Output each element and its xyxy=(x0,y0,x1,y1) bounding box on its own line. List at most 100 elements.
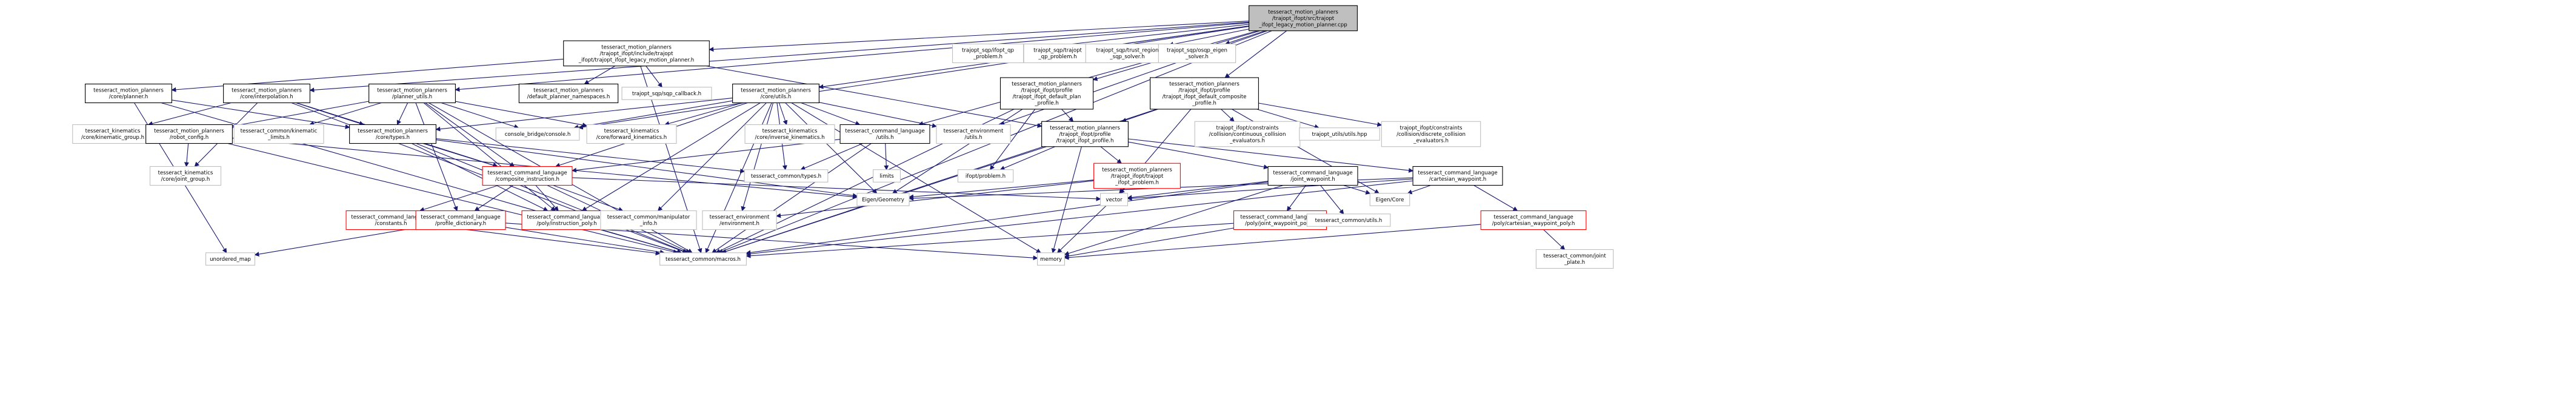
edge-line xyxy=(1286,185,1306,212)
node-eigen-core[interactable]: Eigen/Core xyxy=(1369,193,1410,206)
node-label-line: tesseract_motion_planners xyxy=(358,129,428,135)
node-trajopt-qp[interactable]: trajopt_sqp/trajopt_qp_problem.h xyxy=(1023,43,1092,64)
edge-line xyxy=(746,180,1413,257)
node-ifopt-qp[interactable]: trajopt_sqp/ifopt_qp_problem.h xyxy=(952,43,1024,64)
edge-core-utils-to-env-utils xyxy=(819,102,937,128)
nodes: tesseract_motion_planners/trajopt_ifopt/… xyxy=(72,5,1614,269)
node-console-bridge[interactable]: console_bridge/console.h xyxy=(495,127,580,141)
node-box xyxy=(702,210,777,230)
node-core-planner[interactable]: tesseract_motion_planners/core/planner.h xyxy=(85,83,172,104)
node-eigen-geometry[interactable]: Eigen/Geometry xyxy=(856,193,910,206)
node-osqp-eigen[interactable]: trajopt_sqp/osqp_eigen_solver.h xyxy=(1158,43,1236,64)
node-label-line: tesseract_command_language xyxy=(1240,215,1320,221)
edge-line xyxy=(1128,138,1414,173)
node-memory[interactable]: memory xyxy=(1037,252,1066,266)
node-root[interactable]: tesseract_motion_planners/trajopt_ifopt/… xyxy=(1249,5,1358,32)
edge-line xyxy=(254,227,416,257)
node-env-env[interactable]: tesseract_environment/environment.h xyxy=(702,210,777,230)
node-core-utils[interactable]: tesseract_motion_planners/core/utils.h xyxy=(732,83,819,104)
node-composite-instr[interactable]: tesseract_command_language/composite_ins… xyxy=(482,166,573,186)
node-label-line: /trajopt_ifopt/trajopt xyxy=(1111,173,1164,180)
edge-planner-utils-to-common-kin-limits xyxy=(309,102,382,126)
node-disc-eval[interactable]: trajopt_ifopt/constraints/collision/disc… xyxy=(1381,121,1481,147)
node-joint-group[interactable]: tesseract_kinematics/core/joint_group.h xyxy=(149,166,222,186)
node-label-line: tesseract_kinematics xyxy=(762,129,818,135)
node-label-line: trajopt_utils/utils.hpp xyxy=(1312,132,1367,138)
node-label-line: _profile.h xyxy=(1192,101,1216,107)
node-cl-utils[interactable]: tesseract_command_language/utils.h xyxy=(839,124,930,144)
edge-line xyxy=(664,102,743,126)
edge-joint-wp-poly-to-macros xyxy=(746,223,1234,258)
node-instruction-poly[interactable]: tesseract_command_language/poly/instruct… xyxy=(521,210,612,230)
node-label-line: tesseract_motion_planners xyxy=(93,88,164,94)
edge-core-utils-to-core-types xyxy=(435,98,733,132)
node-default-ns[interactable]: tesseract_motion_planners/default_planne… xyxy=(518,83,619,104)
node-label-line: trajopt_sqp/trust_region xyxy=(1096,48,1159,54)
edge-joint-waypoint-to-vector xyxy=(1127,181,1269,200)
node-box xyxy=(1299,127,1380,141)
node-default-plan-profile[interactable]: tesseract_motion_planners/trajopt_ifopt/… xyxy=(999,77,1094,110)
edge-composite-instr-to-manip-info xyxy=(553,184,624,212)
node-kinematic-group[interactable]: tesseract_kinematics/core/kinematic_grou… xyxy=(72,124,153,144)
edge-root-to-legacy-h xyxy=(709,21,1249,52)
node-box xyxy=(1412,166,1503,186)
edge-default-plan-profile-to-ifopt-problem xyxy=(990,109,1036,170)
node-inverse-kin[interactable]: tesseract_kinematics/core/inverse_kinema… xyxy=(744,124,835,144)
edge-cl-utils-to-limits xyxy=(884,143,889,170)
node-legacy-h[interactable]: tesseract_motion_planners/trajopt_ifopt/… xyxy=(563,40,710,67)
node-label-line: tesseract_command_language xyxy=(351,215,430,221)
node-common-kin-limits[interactable]: tesseract_common/kinematic_limits.h xyxy=(233,124,324,144)
node-joint-waypoint[interactable]: tesseract_command_language/joint_waypoin… xyxy=(1267,166,1358,186)
node-label-line: /core/joint_group.h xyxy=(161,176,210,183)
node-trajopt-ifopt-problem[interactable]: tesseract_motion_planners/trajopt_ifopt/… xyxy=(1093,163,1181,189)
node-common-utils[interactable]: tesseract_common/utils.h xyxy=(1306,213,1391,227)
node-label-line: /trajopt_ifopt/profile xyxy=(1178,88,1230,94)
node-core-types[interactable]: tesseract_motion_planners/core/types.h xyxy=(349,124,436,144)
edge-core-types-to-composite-instr xyxy=(422,143,498,168)
node-env-utils[interactable]: tesseract_environment/utils.h xyxy=(936,124,1011,144)
node-joint-plate[interactable]: tesseract_common/joint_plate.h xyxy=(1535,249,1614,269)
node-label-line: _evaluators.h xyxy=(1229,138,1265,144)
edge-line xyxy=(584,66,616,85)
node-box xyxy=(233,124,324,144)
node-core-interp[interactable]: tesseract_motion_planners/core/interpola… xyxy=(223,83,310,104)
node-label-line: tesseract_environment xyxy=(944,129,1004,135)
node-common-types[interactable]: tesseract_common/types.h xyxy=(744,169,829,183)
node-robot-config[interactable]: tesseract_motion_planners/robot_config.h xyxy=(145,124,233,144)
node-manip-info[interactable]: tesseract_common/manipulator_info.h xyxy=(600,210,697,230)
node-label-line: tesseract_command_language xyxy=(421,215,500,221)
node-box xyxy=(1369,193,1410,206)
node-default-comp-profile[interactable]: tesseract_motion_planners/trajopt_ifopt/… xyxy=(1150,77,1259,110)
edge-line xyxy=(1407,184,1431,195)
node-cart-wp-poly[interactable]: tesseract_command_language/poly/cartesia… xyxy=(1480,210,1587,230)
node-vector[interactable]: vector xyxy=(1100,193,1129,206)
node-profile-dict[interactable]: tesseract_command_language/profile_dicti… xyxy=(415,210,506,230)
node-trust-region[interactable]: trajopt_sqp/trust_region_sqp_solver.h xyxy=(1085,43,1170,64)
edge-joint-waypoint-to-memory xyxy=(1064,184,1284,256)
node-limits[interactable]: limits xyxy=(873,169,901,183)
edge-line xyxy=(573,100,733,130)
edge-line xyxy=(572,177,1101,201)
node-unordered-map[interactable]: unordered_map xyxy=(205,252,256,266)
edge-trajopt-ifopt-problem-to-vector xyxy=(1119,188,1126,194)
node-cartesian-waypoint[interactable]: tesseract_command_language/cartesian_way… xyxy=(1412,166,1503,186)
node-ifopt-profile[interactable]: tesseract_motion_planners/trajopt_ifopt/… xyxy=(1041,121,1129,147)
node-label-line: _ifopt/trajopt_ifopt_legacy_motion_plann… xyxy=(578,57,695,63)
node-utils-hpp[interactable]: trajopt_utils/utils.hpp xyxy=(1299,127,1380,141)
node-sqp-callback[interactable]: trajopt_sqp/sqp_callback.h xyxy=(621,87,712,100)
node-label-line: tesseract_command_language xyxy=(527,215,606,221)
edge-ifopt-profile-to-joint-waypoint xyxy=(1128,141,1269,170)
node-label-line: _solver.h xyxy=(1185,54,1209,60)
node-ifopt-problem[interactable]: ifopt/problem.h xyxy=(957,169,1014,183)
node-box xyxy=(1150,77,1259,110)
node-cont-eval[interactable]: trajopt_ifopt/constraints/collision/cont… xyxy=(1194,121,1301,147)
edge-line xyxy=(776,180,1094,218)
node-box xyxy=(415,210,506,230)
edge-line xyxy=(1064,184,1284,256)
node-label-line: /core/types.h xyxy=(376,135,410,141)
node-macros[interactable]: tesseract_common/macros.h xyxy=(659,252,747,266)
edge-line xyxy=(422,143,498,168)
node-planner-utils[interactable]: tesseract_motion_planners/planner_utils.… xyxy=(369,83,456,104)
node-box xyxy=(1381,121,1481,147)
node-forward-kin[interactable]: tesseract_kinematics/core/forward_kinema… xyxy=(586,124,677,144)
